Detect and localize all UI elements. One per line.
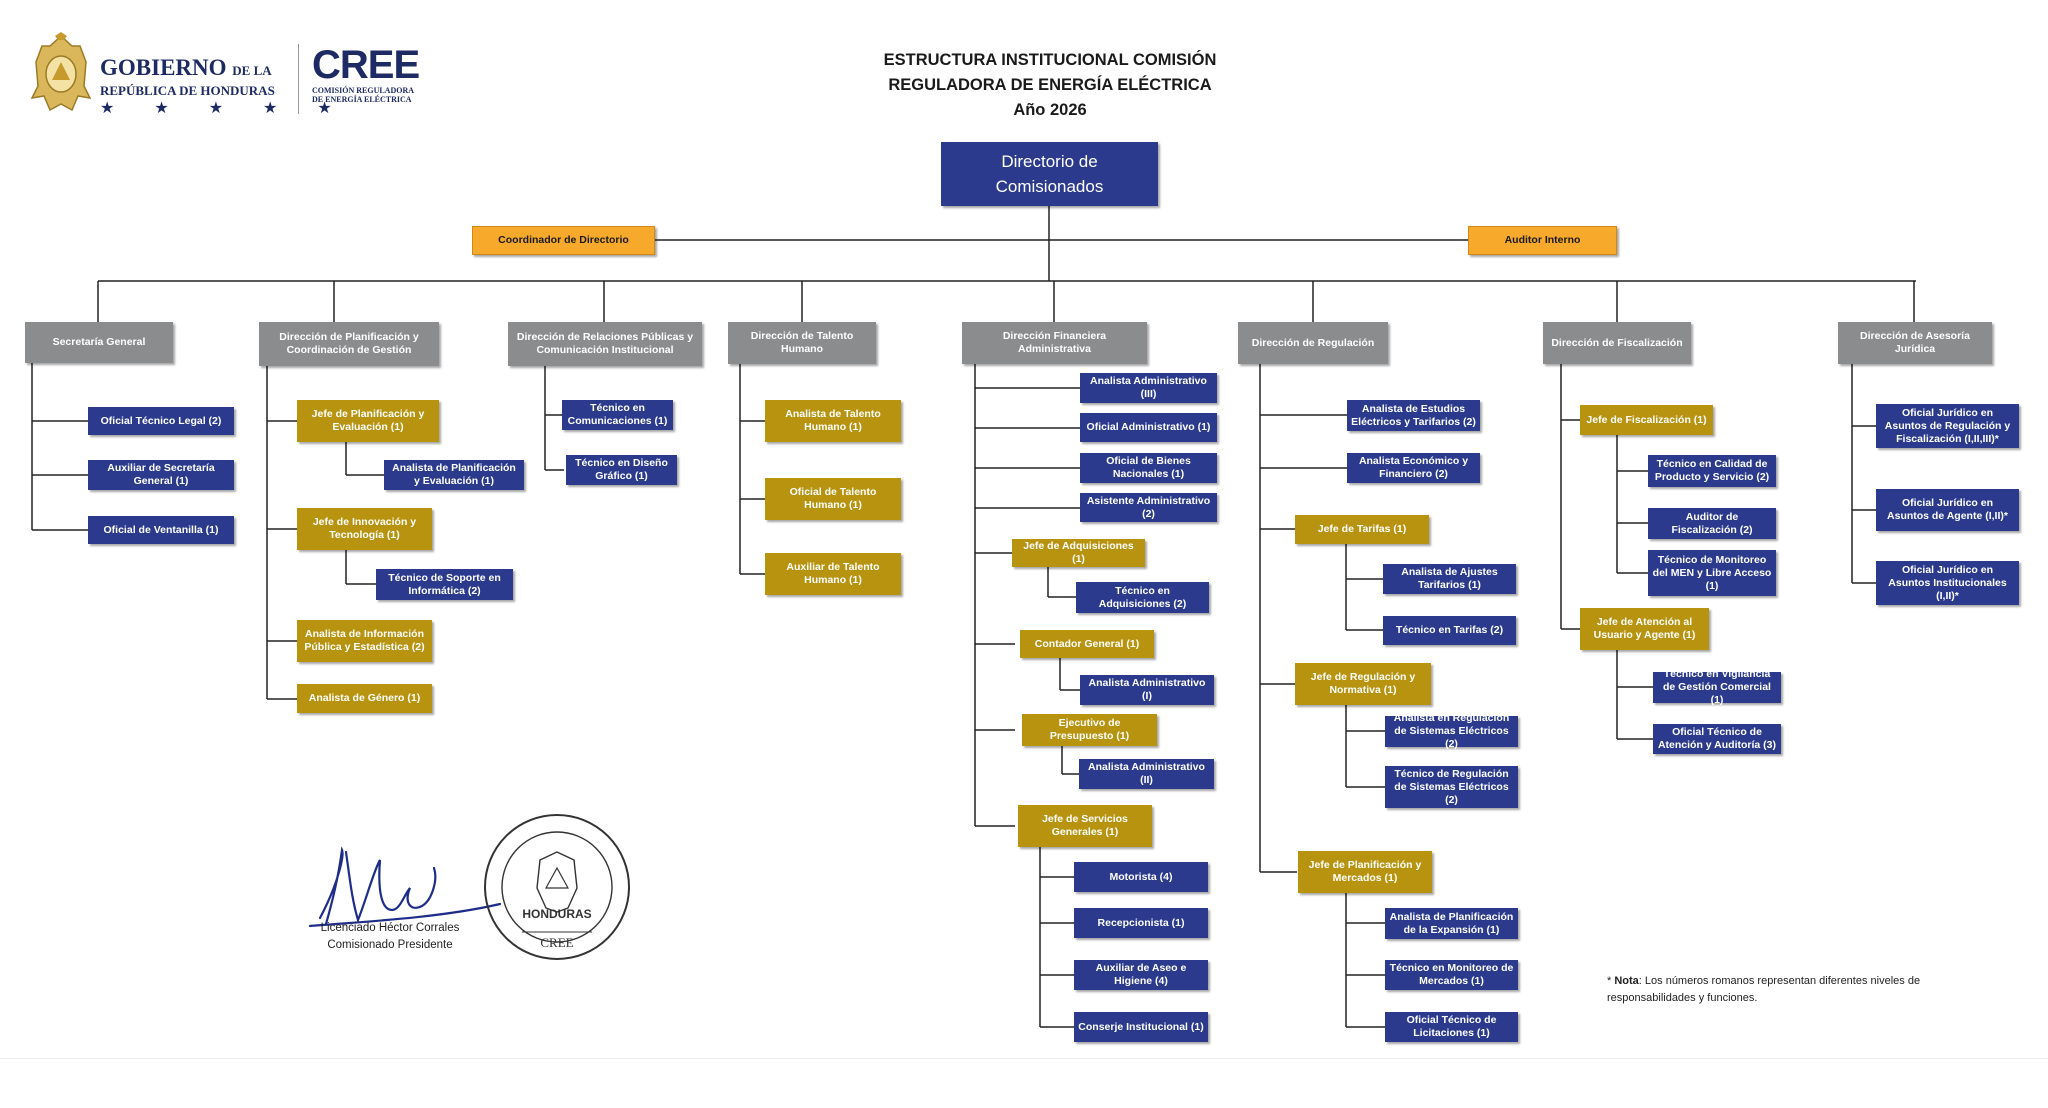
logo-divider [298, 44, 299, 114]
node-fi_tvig: Técnico en Vigilancia de Gestión Comerci… [1653, 668, 1781, 706]
handwritten-signature [308, 846, 502, 928]
node-sec_legal: Oficial Técnico Legal (2) [88, 407, 234, 435]
node-jurid: Dirección de Asesoría Jurídica [1838, 322, 1992, 364]
node-fi_tcal: Técnico en Calidad de Producto y Servici… [1648, 455, 1776, 487]
footer-divider [0, 1058, 2048, 1059]
node-auditor: Auditor Interno [1468, 226, 1617, 255]
node-fi_oaten: Oficial Técnico de Atención y Auditoría … [1653, 724, 1781, 754]
signatory-name: Licenciado Héctor Corrales [320, 922, 460, 934]
node-rp_com: Técnico en Comunicaciones (1) [562, 400, 673, 430]
gobierno-word: GOBIERNO [100, 55, 227, 80]
node-fa_ofadm: Oficial Administrativo (1) [1080, 413, 1217, 442]
node-rg_ajus: Analista de Ajustes Tarifarios (1) [1383, 564, 1516, 594]
node-rg_aexp: Analista de Planificación de la Expansió… [1385, 908, 1518, 939]
node-fa_anal3: Analista Administrativo (III) [1080, 373, 1217, 403]
node-coord: Coordinador de Directorio [472, 226, 655, 255]
node-fa_jadq: Jefe de Adquisiciones (1) [1012, 539, 1145, 567]
node-fa_anal1: Analista Administrativo (I) [1080, 675, 1214, 705]
node-fa_asist: Asistente Administrativo (2) [1080, 493, 1217, 522]
node-fa_bienes: Oficial de Bienes Nacionales (1) [1080, 453, 1217, 483]
node-pl_jefe: Jefe de Planificación y Evaluación (1) [297, 400, 439, 442]
gobierno-de-la: DE LA [232, 63, 272, 78]
chart-title: ESTRUCTURA INSTITUCIONAL COMISIÓN REGULA… [840, 48, 1260, 123]
node-th_anal: Analista de Talento Humano (1) [765, 400, 901, 442]
gobierno-logo: GOBIERNO DE LA REPÚBLICA DE HONDURAS ★ ★… [28, 30, 332, 120]
node-rg_areg: Analista en Regulación de Sistemas Eléct… [1385, 712, 1518, 750]
node-rg_est: Analista de Estudios Eléctricos y Tarifa… [1347, 400, 1480, 431]
signature-caption: Licenciado Héctor Corrales Comisionado P… [310, 920, 470, 954]
node-fa_jserv: Jefe de Servicios Generales (1) [1018, 805, 1152, 847]
signatory-role: Comisionado Presidente [327, 939, 453, 951]
node-pl_info: Analista de Información Pública y Estadí… [297, 620, 432, 662]
cree-wordmark: CREE [312, 43, 420, 87]
node-rp_dis: Técnico en Diseño Gráfico (1) [566, 455, 677, 485]
title-line-1: ESTRUCTURA INSTITUCIONAL COMISIÓN [883, 51, 1217, 69]
node-talento: Dirección de Talento Humano [728, 322, 876, 364]
node-sec_vent: Oficial de Ventanilla (1) [88, 516, 234, 544]
node-pl_soporte: Técnico de Soporte en Informática (2) [376, 569, 513, 600]
node-rg_econ: Analista Económico y Financiero (2) [1347, 453, 1480, 483]
seal-country: HONDURAS [522, 907, 592, 921]
node-sec_aux: Auxiliar de Secretaría General (1) [88, 460, 234, 490]
node-regul: Dirección de Regulación [1238, 322, 1388, 364]
footnote-label: Nota [1614, 975, 1639, 987]
node-top: Directorio de Comisionados [941, 142, 1158, 206]
node-th_ofi: Oficial de Talento Humano (1) [765, 478, 901, 520]
node-rg_jtar: Jefe de Tarifas (1) [1295, 515, 1429, 544]
node-rg_ttar: Técnico en Tarifas (2) [1383, 616, 1516, 645]
stars-row: ★ ★ ★ ★ ★ [100, 100, 350, 117]
title-line-2: REGULADORA DE ENERGÍA ELÉCTRICA [888, 76, 1212, 94]
honduras-coat-of-arms-icon [30, 32, 92, 112]
node-fi_aud: Auditor de Fiscalización (2) [1648, 508, 1776, 539]
node-financ: Dirección Financiera Administrativa [962, 322, 1147, 364]
cree-subtitle-2: DE ENERGÍA ELÉCTRICA [312, 95, 412, 104]
node-fa_tadq: Técnico en Adquisiciones (2) [1076, 582, 1209, 613]
node-fa_recep: Recepcionista (1) [1074, 908, 1208, 938]
node-pl_genero: Analista de Género (1) [297, 684, 432, 713]
node-fi_tmon: Técnico de Monitoreo del MEN y Libre Acc… [1648, 550, 1776, 596]
node-relpub: Dirección de Relaciones Públicas y Comun… [508, 322, 702, 366]
node-planif: Dirección de Planificación y Coordinació… [259, 322, 439, 366]
gobierno-logo-text: GOBIERNO DE LA REPÚBLICA DE HONDURAS ★ ★… [100, 55, 350, 119]
node-ju_age: Oficial Jurídico en Asuntos de Agente (I… [1876, 489, 2019, 531]
node-fa_anal2: Analista Administrativo (II) [1079, 759, 1214, 789]
node-th_aux: Auxiliar de Talento Humano (1) [765, 553, 901, 595]
official-seal [484, 814, 630, 960]
footnote-text: : Los números romanos representan difere… [1607, 975, 1921, 1004]
node-rg_olic: Oficial Técnico de Licitaciones (1) [1385, 1012, 1518, 1042]
node-rg_tmon: Técnico en Monitoreo de Mercados (1) [1385, 960, 1518, 990]
node-fi_jefe: Jefe de Fiscalización (1) [1580, 405, 1713, 435]
node-fi_jaten: Jefe de Atención al Usuario y Agente (1) [1580, 608, 1709, 650]
title-line-3: Año 2026 [1013, 101, 1087, 119]
republica-text: REPÚBLICA DE HONDURAS [100, 83, 275, 98]
node-secretaria: Secretaría General [25, 322, 173, 363]
footnote: * Nota: Los números romanos representan … [1607, 975, 1921, 1004]
node-fisc: Dirección de Fiscalización [1543, 322, 1691, 364]
node-rg_jreg: Jefe de Regulación y Normativa (1) [1295, 663, 1431, 705]
node-rg_treg: Técnico de Regulación de Sistemas Eléctr… [1385, 766, 1518, 808]
cree-logo: CREE COMISIÓN REGULADORA DE ENERGÍA ELÉC… [312, 44, 422, 114]
node-ju_inst: Oficial Jurídico en Asuntos Instituciona… [1876, 561, 2019, 605]
node-rg_jplan: Jefe de Planificación y Mercados (1) [1298, 851, 1432, 893]
node-pl_innov: Jefe de Innovación y Tecnología (1) [297, 508, 432, 550]
seal-cree: CREE [540, 935, 574, 950]
node-ju_reg: Oficial Jurídico en Asuntos de Regulació… [1876, 404, 2019, 448]
node-fa_moto: Motorista (4) [1074, 862, 1208, 892]
node-fa_aseo: Auxiliar de Aseo e Higiene (4) [1074, 960, 1208, 990]
node-fa_conserje: Conserje Institucional (1) [1074, 1012, 1208, 1042]
cree-subtitle-1: COMISIÓN REGULADORA [312, 86, 415, 95]
node-fa_ejec: Ejecutivo de Presupuesto (1) [1022, 714, 1157, 746]
node-fa_cont: Contador General (1) [1020, 630, 1154, 658]
node-pl_anal: Analista de Planificación y Evaluación (… [384, 460, 524, 490]
